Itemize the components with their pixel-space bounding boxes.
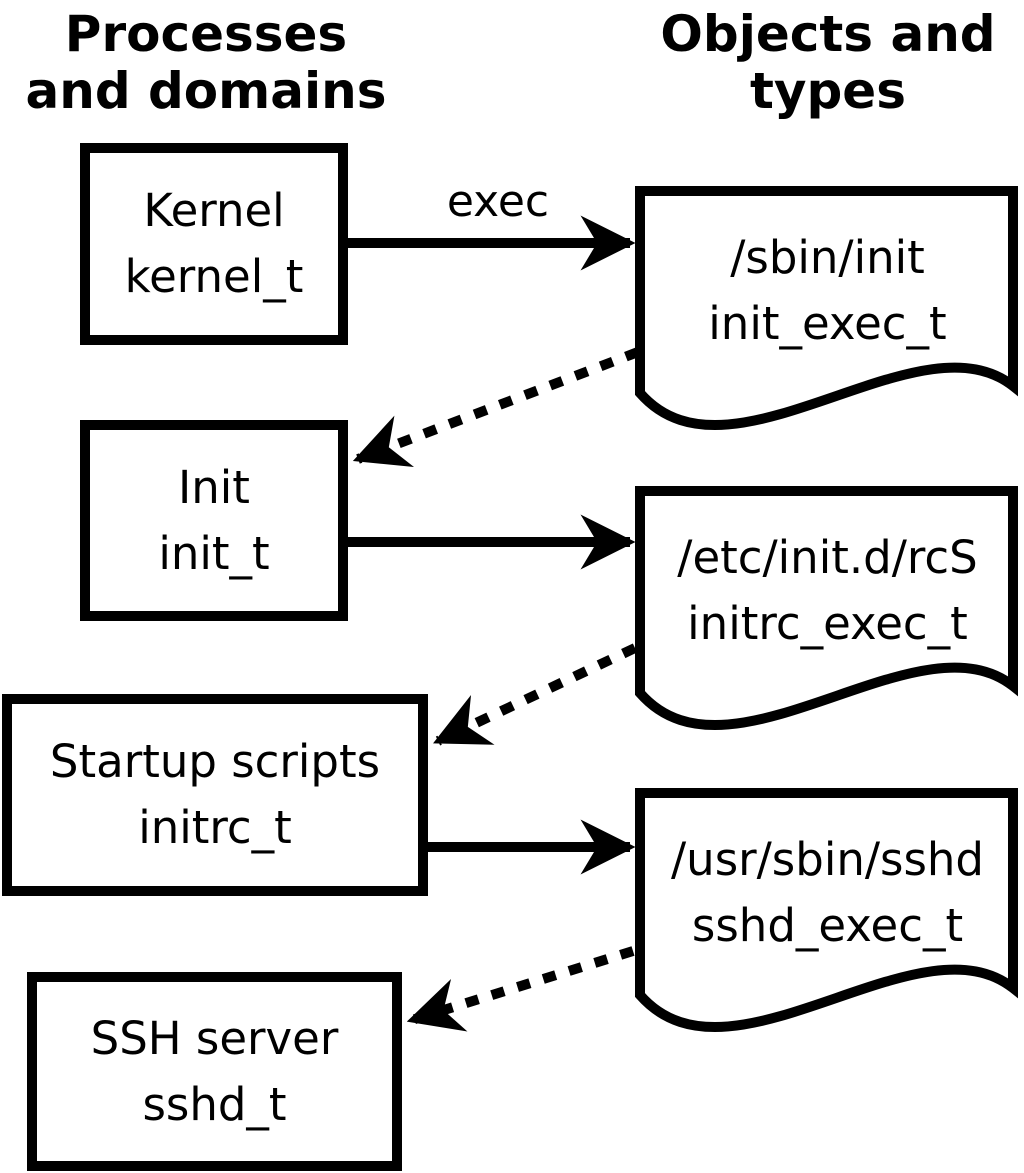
document-shape-sbin-init — [640, 191, 1013, 425]
process-domain: kernel_t — [124, 250, 304, 303]
process-box-ssh-server: SSH server sshd_t — [27, 972, 402, 1171]
process-name: Init — [178, 460, 250, 514]
process-name: Startup scripts — [49, 735, 381, 788]
process-domain: initrc_t — [138, 801, 292, 854]
right-header-line1: Objects and — [660, 5, 996, 63]
right-column-header: Objects and types — [628, 6, 1024, 120]
left-header-line2: and domains — [25, 62, 387, 120]
transition-arrow-initrc-exec-to-initrc-t — [433, 643, 638, 746]
transition-arrow-init-exec-to-init-t — [352, 347, 640, 468]
right-header-line2: types — [750, 62, 906, 120]
document-shape-usr-sbin-sshd — [640, 793, 1013, 1027]
document-shape-etc-initd-rcs — [640, 491, 1013, 725]
transition-arrow-sshd-exec-to-sshd-t — [406, 946, 635, 1032]
process-box-init: Init init_t — [80, 420, 348, 621]
process-box-kernel: Kernel kernel_t — [80, 143, 348, 345]
process-name: SSH server — [90, 1011, 339, 1065]
process-box-startup-scripts: Startup scripts initrc_t — [2, 694, 428, 896]
process-domain: sshd_t — [142, 1077, 287, 1131]
exec-arrow-label: exec — [446, 176, 550, 227]
process-domain: init_t — [158, 526, 270, 580]
process-name: Kernel — [143, 184, 285, 237]
left-header-line1: Processes — [64, 5, 348, 63]
left-column-header: Processes and domains — [0, 6, 412, 120]
